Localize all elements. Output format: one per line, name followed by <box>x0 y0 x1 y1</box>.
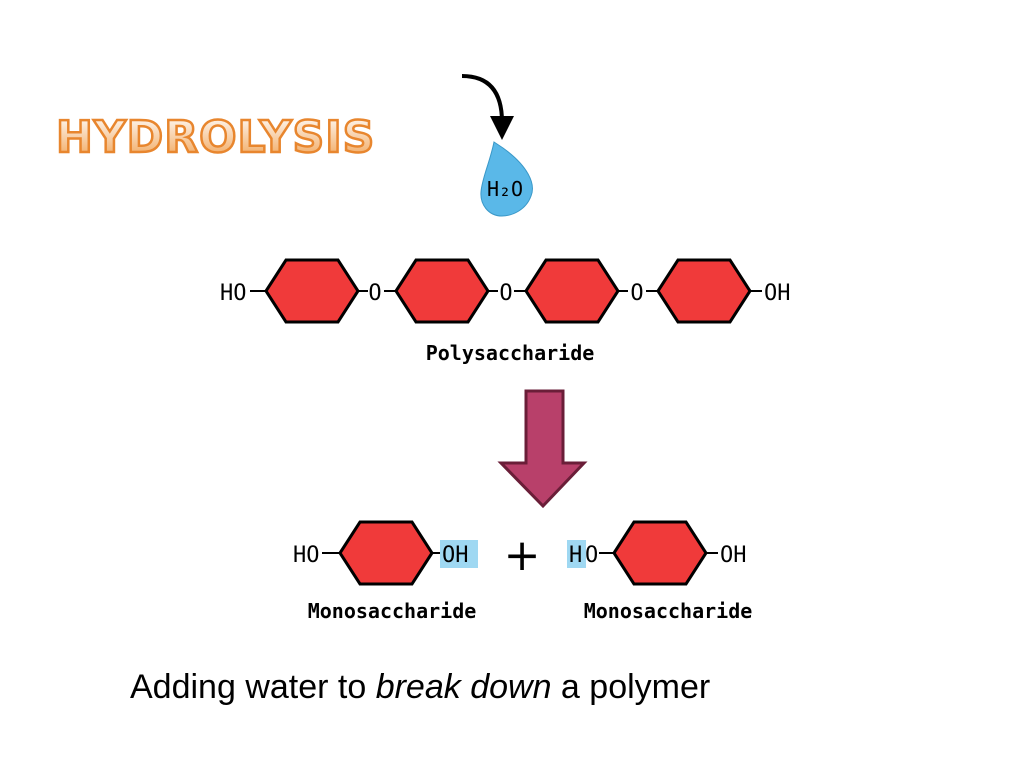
polymer-link-2: O <box>499 281 512 306</box>
mono2-left-o: O <box>585 543 598 568</box>
monosaccharide-1: HO OH Monosaccharide <box>293 520 478 623</box>
slide-caption: Adding water to break down a polymer <box>130 668 710 707</box>
mono1-label: Monosaccharide <box>308 599 477 623</box>
sugar-ring-3 <box>524 258 620 324</box>
curved-arrow-icon <box>461 74 504 123</box>
mono1-ring <box>338 520 434 586</box>
mono2-ring <box>612 520 708 586</box>
sugar-ring-2 <box>394 258 490 324</box>
polysaccharide-chain: HO O O O OH <box>220 258 791 324</box>
mono2-h-highlight <box>567 540 586 568</box>
caption-emphasis: break down <box>375 668 552 706</box>
mono1-left-end: HO <box>293 543 320 568</box>
caption-part-2: a polymer <box>551 668 711 706</box>
mono1-oh-highlight <box>440 540 478 568</box>
mono2-label: Monosaccharide <box>584 599 753 623</box>
water-label: H₂O <box>487 177 523 201</box>
curved-arrow-head-icon <box>490 116 514 140</box>
slide-title: HYDROLYSIS <box>56 112 375 163</box>
water-drop-icon <box>480 141 533 217</box>
polymer-right-end: OH <box>764 281 791 306</box>
polymer-link-1: O <box>368 281 381 306</box>
monosaccharide-2: H O OH Monosaccharide <box>567 520 753 623</box>
sugar-ring-1 <box>264 258 360 324</box>
plus-sign: + <box>504 530 541 581</box>
mono2-left-h: H <box>569 543 582 568</box>
reaction-arrow-icon <box>497 389 588 509</box>
caption-part-1: Adding water to <box>130 668 376 706</box>
polysaccharide-label: Polysaccharide <box>426 341 595 365</box>
mono1-right-end: OH <box>442 543 469 568</box>
sugar-ring-4 <box>656 258 752 324</box>
polymer-left-end: HO <box>220 281 247 306</box>
polymer-link-3: O <box>630 281 643 306</box>
mono2-right-end: OH <box>720 543 747 568</box>
